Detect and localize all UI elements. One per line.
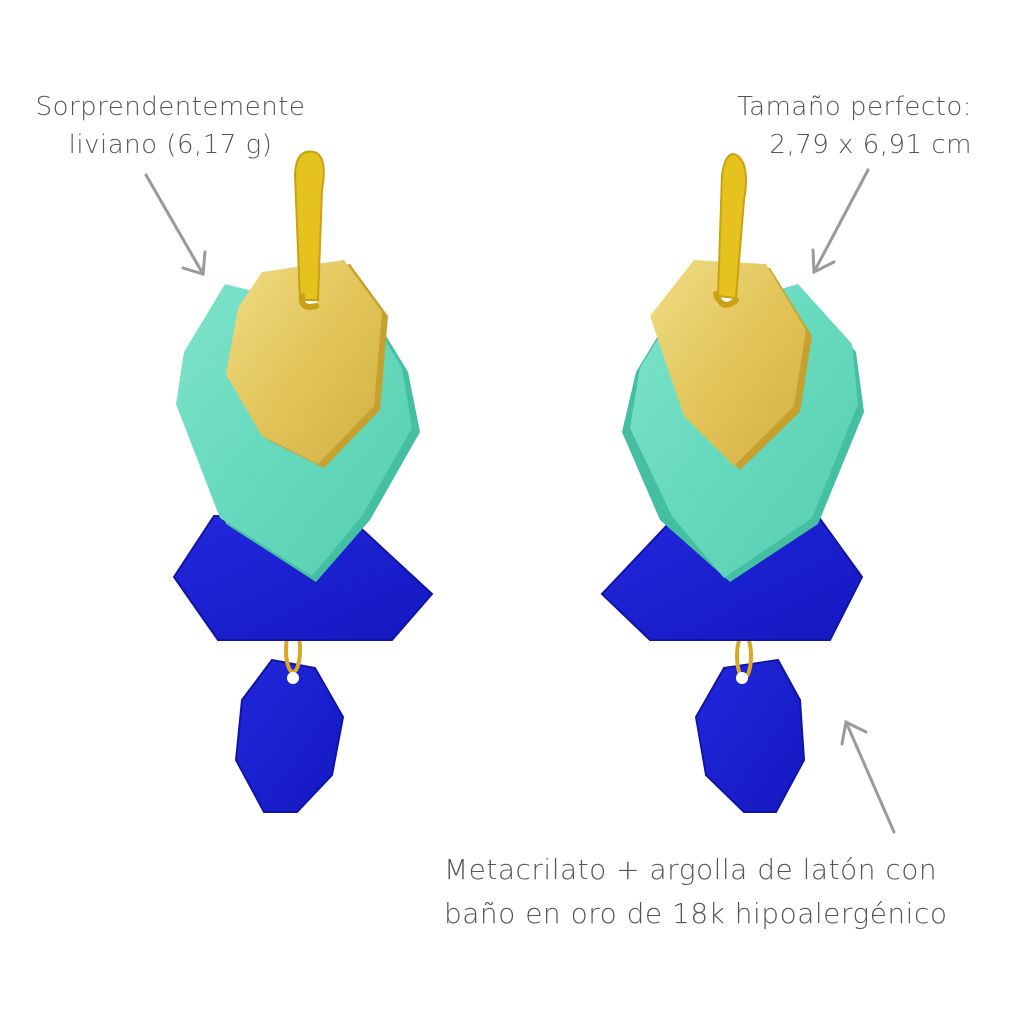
arrow-size-icon — [811, 168, 870, 275]
arrow-weight-icon — [144, 173, 207, 276]
material-annotation: Metacrilato + argolla de latón con baño … — [444, 848, 984, 936]
material-annotation-line2: baño en oro de 18k hipoalergénico — [444, 897, 948, 930]
size-annotation-line2: 2,79 x 6,91 cm — [769, 130, 972, 160]
left-earring — [172, 150, 434, 813]
left-blue-drop — [234, 658, 345, 813]
size-annotation: Tamaño perfecto: 2,79 x 6,91 cm — [712, 88, 972, 164]
weight-annotation-line1: Sorprendentemente — [35, 92, 306, 122]
arrow-material-icon — [840, 719, 896, 834]
right-blue-drop — [694, 658, 806, 813]
right-gold-piece — [650, 260, 806, 466]
right-gold-hoop — [716, 153, 747, 300]
weight-annotation: Sorprendentemente liviano (6,17 g) — [33, 88, 308, 164]
weight-annotation-line2: liviano (6,17 g) — [68, 130, 273, 160]
right-earring — [600, 153, 864, 813]
size-annotation-line1: Tamaño perfecto: — [737, 92, 972, 122]
left-gold-piece — [226, 260, 382, 464]
material-annotation-line1: Metacrilato + argolla de latón con — [444, 853, 938, 886]
left-gold-hoop — [293, 150, 325, 301]
